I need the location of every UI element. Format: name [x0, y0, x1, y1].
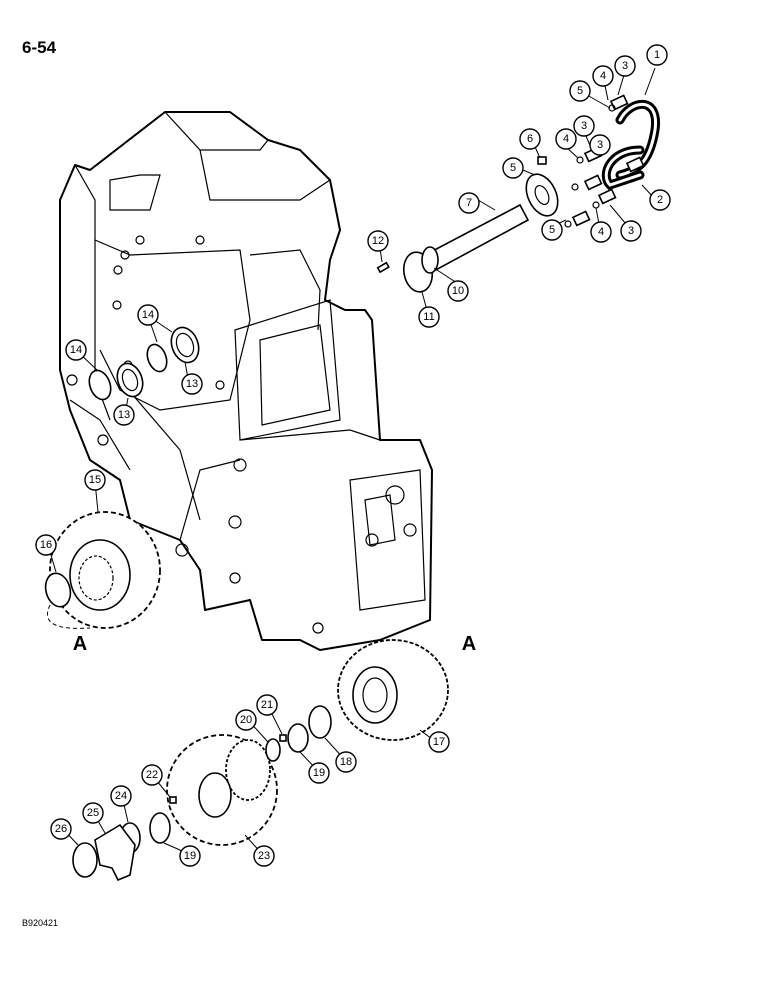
callout-1: 1: [646, 44, 668, 66]
callout-20: 20: [235, 709, 257, 731]
snap-ring-20: [265, 738, 281, 762]
callout-4c: 4: [590, 221, 612, 243]
callout-19a: 19: [308, 762, 330, 784]
leader-lines: [47, 67, 656, 856]
callout-text-3d: 3: [597, 139, 603, 151]
callout-text-1: 1: [654, 49, 660, 61]
callout-3d: 3: [589, 134, 611, 156]
callout-4a: 4: [592, 65, 614, 87]
callout-13b: 13: [113, 404, 135, 426]
callout-22: 22: [141, 764, 163, 786]
callout-10: 10: [447, 280, 469, 302]
callout-text-3a: 3: [622, 60, 628, 72]
callout-25: 25: [82, 802, 104, 824]
view-label-a-right: A: [462, 633, 476, 655]
gear-15: [49, 511, 161, 629]
callout-text-13b: 13: [118, 409, 130, 421]
key-21: [279, 734, 287, 742]
callout-text-4a: 4: [600, 70, 606, 82]
callout-3c: 3: [620, 220, 642, 242]
callout-text-4c: 4: [598, 226, 604, 238]
callout-5c: 5: [541, 219, 563, 241]
callout-14a: 14: [137, 304, 159, 326]
callout-17: 17: [428, 731, 450, 753]
thrust-washer-16: [44, 572, 72, 608]
callout-text-5c: 5: [549, 224, 555, 236]
page-number: 6-54: [22, 38, 57, 57]
callout-18: 18: [335, 751, 357, 773]
dowel-pin: [376, 261, 390, 274]
shaft-assembly: [422, 173, 559, 274]
callout-6: 6: [519, 128, 541, 150]
callout-text-10: 10: [452, 285, 464, 297]
callout-text-24: 24: [115, 790, 127, 802]
view-label-a-left: A: [73, 633, 87, 655]
callout-text-15: 15: [89, 474, 101, 486]
callouts: 1 2 3 3 3 3 4 4 4 4 5 5 5 5 6 7 10 11 12…: [35, 44, 671, 867]
callout-text-14b: 14: [70, 344, 82, 356]
callout-text-5b: 5: [510, 162, 516, 174]
callout-text-17: 17: [433, 736, 445, 748]
callout-24: 24: [110, 785, 132, 807]
document-code: B920421: [22, 918, 59, 928]
callout-text-12: 12: [372, 235, 384, 247]
callout-19b: 19: [179, 845, 201, 867]
clutch-pack-17: [337, 639, 449, 741]
callout-text-14a: 14: [142, 309, 154, 321]
callout-13a: 13: [181, 373, 203, 395]
callout-text-19b: 19: [184, 850, 196, 862]
callout-text-3c: 3: [628, 225, 634, 237]
snap-ring: [421, 246, 439, 274]
callout-23: 23: [253, 845, 275, 867]
bearing-left: [116, 362, 144, 398]
callout-4b: 4: [555, 128, 577, 150]
callout-26: 26: [50, 818, 72, 840]
callout-15: 15: [84, 469, 106, 491]
transmission-housing: [59, 111, 433, 651]
callout-text-4b: 4: [563, 133, 569, 145]
callout-text-22: 22: [146, 769, 158, 781]
callout-text-21: 21: [261, 699, 273, 711]
callout-text-7: 7: [466, 197, 472, 209]
callout-text-26: 26: [55, 823, 67, 835]
callout-14b: 14: [65, 339, 87, 361]
callout-16: 16: [35, 534, 57, 556]
washer-18: [308, 705, 332, 739]
callout-3a: 3: [614, 55, 636, 77]
callout-21: 21: [256, 694, 278, 716]
callout-text-3b: 3: [581, 120, 587, 132]
callout-text-20: 20: [240, 714, 252, 726]
callout-5a: 5: [569, 80, 591, 102]
washer-19-lower: [149, 812, 171, 844]
callout-7: 7: [458, 192, 480, 214]
seal-ring-left: [88, 369, 112, 401]
washer-19-upper: [287, 723, 309, 753]
gear-23: [166, 734, 278, 846]
key-22: [169, 796, 177, 804]
callout-text-13a: 13: [186, 378, 198, 390]
callout-text-23: 23: [258, 850, 270, 862]
callout-text-6: 6: [527, 133, 533, 145]
lock-plate-25: [94, 823, 136, 882]
hydraulic-fittings: [537, 94, 660, 228]
callout-text-11: 11: [423, 311, 434, 323]
callout-text-2: 2: [657, 194, 663, 206]
callout-text-25: 25: [87, 807, 99, 819]
callout-3b: 3: [573, 115, 595, 137]
callout-text-18: 18: [340, 756, 352, 768]
callout-text-5a: 5: [577, 85, 583, 97]
callout-text-16: 16: [40, 539, 52, 551]
callout-2: 2: [649, 189, 671, 211]
callout-12: 12: [367, 230, 389, 252]
callout-11: 11: [418, 306, 440, 328]
washer-26: [72, 842, 98, 878]
arrow-a-left-line: [47, 604, 91, 629]
bearing-right: [170, 326, 200, 364]
callout-5b: 5: [502, 157, 524, 179]
seal-ring-right: [146, 343, 168, 373]
callout-text-19a: 19: [313, 767, 325, 779]
